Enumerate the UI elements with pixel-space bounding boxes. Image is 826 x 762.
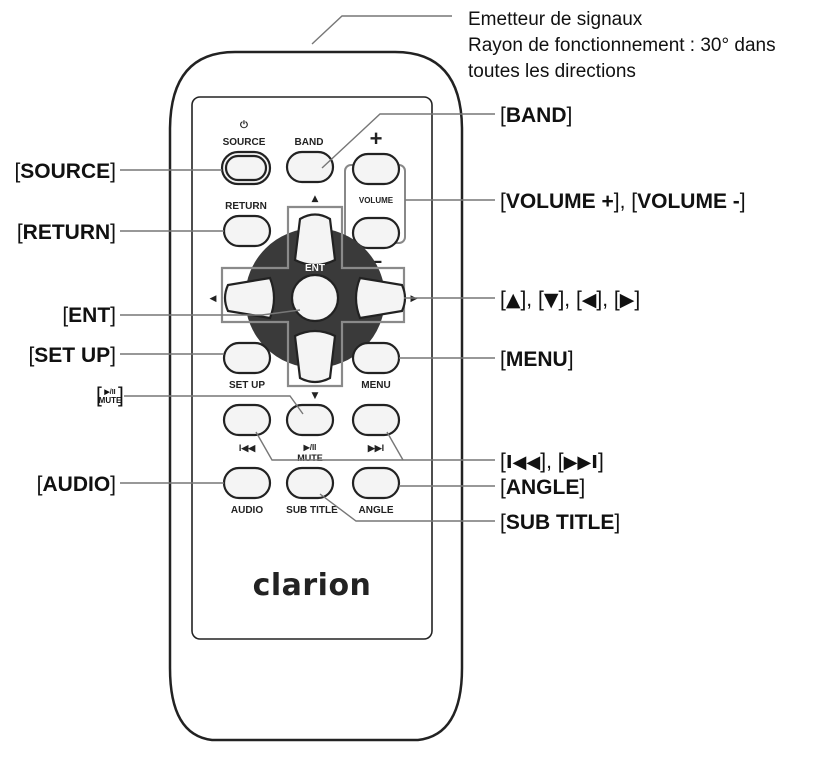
label-setup: [SET UP] [28,344,116,367]
label-source: [SOURCE] [14,160,116,183]
up-button[interactable] [293,213,337,267]
play-button-text: ▶/II [303,443,317,452]
label-subtitle: [SUB TITLE] [500,511,620,534]
plus-icon: + [370,126,383,151]
setup-button[interactable] [222,341,272,375]
subtitle-button-text: SUB TITLE [286,505,338,516]
label-play-mute-open: [ [96,384,102,407]
leader-signal [311,15,452,45]
subtitle-button[interactable] [285,466,335,500]
label-menu: [MENU] [500,348,574,371]
leader-play-mute [124,395,304,415]
return-button[interactable] [222,214,272,248]
label-return: [RETURN] [17,221,116,244]
setup-button-text: SET UP [229,380,265,391]
source-button[interactable] [220,150,272,186]
power-icon: ⏻ [240,119,248,131]
label-skip: [I◀◀], [▶▶I] [500,450,604,473]
menu-button[interactable] [351,341,401,375]
ent-button[interactable] [290,273,340,323]
menu-button-text: MENU [361,380,390,391]
label-arrows: [▲], [▼], [◀], [▶] [500,288,640,311]
leader-skip-next [386,431,404,461]
label-audio: [AUDIO] [37,473,116,496]
volume-plus-button[interactable] [351,152,401,186]
dpad-left-marker: ◀ [210,294,217,304]
ent-button-text: ENT [305,263,325,274]
source-button-inner [224,154,268,182]
audio-button-text: AUDIO [231,505,263,516]
down-button[interactable] [293,329,337,384]
label-band: [BAND] [500,104,572,127]
next-button[interactable] [351,403,401,437]
dpad-up-marker: ▲ [312,194,319,204]
band-button[interactable] [285,150,335,184]
signal-note-line1: Emetteur de signaux [468,9,643,30]
label-play-mute-top: ▶/II [103,389,115,396]
label-play-mute-bottom: MUTE [99,396,122,405]
volume-minus-button[interactable] [351,216,401,250]
label-ent: [ENT] [62,304,116,327]
angle-button[interactable] [351,466,401,500]
mute-button-text: MUTE [297,453,323,463]
volume-button-text: VOLUME [359,196,394,205]
source-button-text: SOURCE [223,137,266,148]
right-button[interactable] [354,276,407,320]
label-play-mute-close: ] [118,384,124,407]
brand-logo: clarion [253,568,372,603]
dpad-down-marker: ▼ [312,391,319,401]
label-volume: [VOLUME +], [VOLUME -] [500,190,746,213]
prev-button-text: I◀◀ [239,443,256,453]
signal-note-line2: Rayon de fonctionnement : 30° dans [468,35,776,56]
dpad-outline [220,205,406,388]
leader-subtitle [319,493,495,522]
prev-button[interactable] [222,403,272,437]
leader-band [321,113,495,169]
leader-skip-prev [255,431,495,461]
dpad-right-marker: ▶ [411,294,418,304]
leader-ent [120,309,301,316]
left-button[interactable] [223,276,276,320]
return-button-text: RETURN [225,201,267,212]
audio-button[interactable] [222,466,272,500]
band-button-text: BAND [295,137,324,148]
signal-note-line3: toutes les directions [468,61,636,82]
label-angle: [ANGLE] [500,476,585,499]
next-button-text: ▶▶I [367,443,384,453]
angle-button-text: ANGLE [359,505,394,516]
play-mute-button[interactable] [285,403,335,437]
